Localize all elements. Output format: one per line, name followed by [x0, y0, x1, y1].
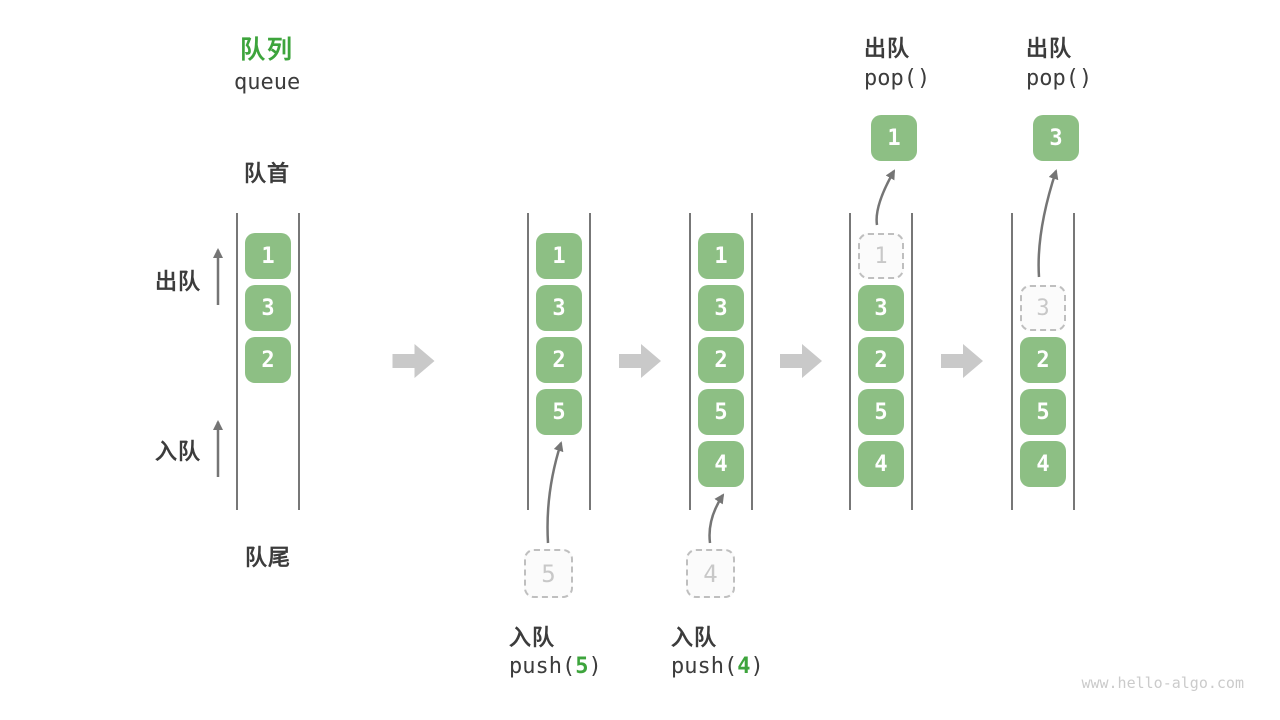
queue-cell: 2: [536, 337, 582, 383]
queue-cell: 2: [858, 337, 904, 383]
push-label-zh: 入队: [509, 625, 556, 650]
queue-cell: 2: [1020, 337, 1066, 383]
push-label-code: push(4): [671, 654, 764, 679]
queue-cell: 1: [536, 233, 582, 279]
push-label-zh: 入队: [671, 625, 718, 650]
queue-cell: 5: [698, 389, 744, 435]
queue-cell: 2: [698, 337, 744, 383]
next-state-block-arrow: [392, 344, 435, 378]
staged-cell: 4: [686, 549, 735, 598]
pop-label-code: pop(): [864, 66, 931, 91]
push-flow-arrow: [546, 441, 564, 544]
push-code-code_after: ): [750, 654, 764, 679]
push-flow-arrow: [708, 493, 725, 544]
queue-cell: 3: [245, 285, 291, 331]
push-code-arg: 5: [575, 654, 589, 679]
push-label-code: push(5): [509, 654, 602, 679]
queue-cell: 5: [1020, 389, 1066, 435]
popped-cell: 1: [871, 115, 917, 161]
queue-cell-ghost: 1: [858, 233, 904, 279]
queue-cell: 4: [698, 441, 744, 487]
label-queue-rear: 队尾: [245, 545, 292, 570]
queue-cell: 5: [536, 389, 582, 435]
watermark: www.hello-algo.com: [1081, 674, 1244, 692]
next-state-block-arrow: [780, 344, 822, 378]
pop-flow-arrow: [875, 169, 896, 226]
push-code-code_before: push(: [509, 654, 576, 679]
popped-cell: 3: [1033, 115, 1079, 161]
pop-label-zh: 出队: [1026, 36, 1073, 61]
next-state-block-arrow: [619, 344, 661, 378]
queue-cell: 5: [858, 389, 904, 435]
queue-cell: 4: [858, 441, 904, 487]
pop-label-code: pop(): [1026, 66, 1093, 91]
next-state-block-arrow: [941, 344, 983, 378]
diagram-title-zh: 队列: [240, 36, 295, 64]
push-code-code_before: push(: [671, 654, 738, 679]
queue-cell: 3: [858, 285, 904, 331]
queue-cell: 3: [698, 285, 744, 331]
queue-cell: 1: [698, 233, 744, 279]
queue-cell: 2: [245, 337, 291, 383]
pop-flow-arrow: [1037, 169, 1059, 278]
label-enqueue-side: 入队: [155, 439, 202, 464]
push-code-code_after: ): [588, 654, 602, 679]
queue-cell: 4: [1020, 441, 1066, 487]
label-dequeue-side: 出队: [155, 269, 202, 294]
label-queue-front: 队首: [244, 161, 291, 186]
diagram-title-en: queue: [234, 70, 301, 95]
staged-cell: 5: [524, 549, 573, 598]
queue-cell-ghost: 3: [1020, 285, 1066, 331]
push-code-arg: 4: [737, 654, 751, 679]
queue-cell: 1: [245, 233, 291, 279]
queue-cell: 3: [536, 285, 582, 331]
pop-label-zh: 出队: [864, 36, 911, 61]
